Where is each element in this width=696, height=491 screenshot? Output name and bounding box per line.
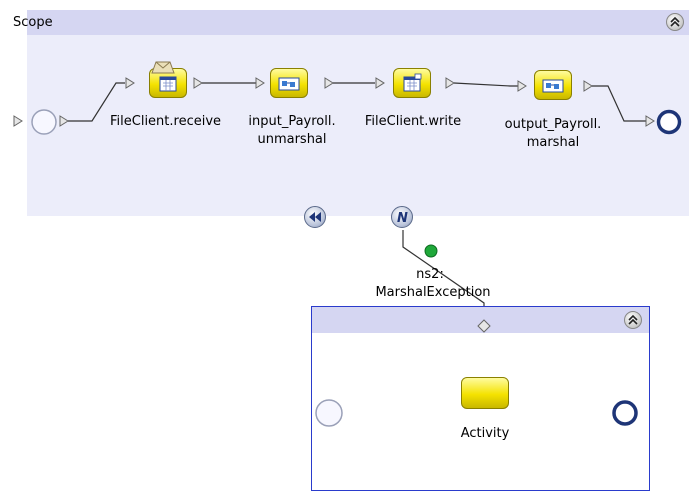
scope-header[interactable] [27, 10, 689, 35]
fault-handler-button[interactable]: N [391, 206, 413, 228]
activity-label: output_Payroll. [504, 117, 602, 132]
activity-label: FileClient.receive [110, 114, 222, 129]
start-arrow-out [59, 115, 69, 127]
end-node-icon[interactable] [610, 398, 640, 428]
fault-label-line2: MarshalException [375, 285, 491, 300]
arrow [125, 77, 135, 89]
status-dot-icon [424, 244, 438, 258]
activity-input-payroll-unmarshal[interactable] [270, 68, 308, 98]
inner-scope-collapse-icon[interactable] [624, 311, 642, 329]
scope-container[interactable] [27, 10, 689, 216]
activity-label: Activity [460, 426, 510, 441]
fault-n-icon: N [397, 211, 408, 226]
activity-fileclient-write[interactable] [393, 68, 431, 98]
scope-title: Scope [13, 15, 53, 30]
activity-generic[interactable] [461, 377, 509, 409]
fault-handler-scope[interactable] [311, 306, 650, 491]
scope-collapse-icon[interactable] [666, 13, 684, 31]
start-node-icon[interactable] [314, 398, 344, 428]
calendar-icon [403, 73, 422, 92]
connection-diamond-icon[interactable] [477, 319, 491, 333]
compensation-handler-button[interactable] [304, 206, 326, 228]
fault-label-line1: ns2: [416, 267, 444, 282]
start-node-icon[interactable] [30, 108, 58, 136]
activity-label-line2: unmarshal [257, 132, 327, 147]
activity-label: input_Payroll. [248, 114, 336, 129]
start-arrow-in [13, 115, 23, 127]
transform-icon [542, 79, 564, 93]
envelope-badge-icon [151, 61, 175, 74]
activity-output-payroll-marshal[interactable] [534, 70, 572, 100]
end-node-icon[interactable] [655, 108, 683, 136]
activity-label-line2: marshal [526, 135, 580, 150]
activity-label: FileClient.write [364, 114, 462, 129]
svg-text:N: N [397, 211, 408, 226]
calendar-icon [159, 76, 177, 92]
rewind-icon [309, 212, 321, 222]
transform-icon [278, 77, 300, 91]
